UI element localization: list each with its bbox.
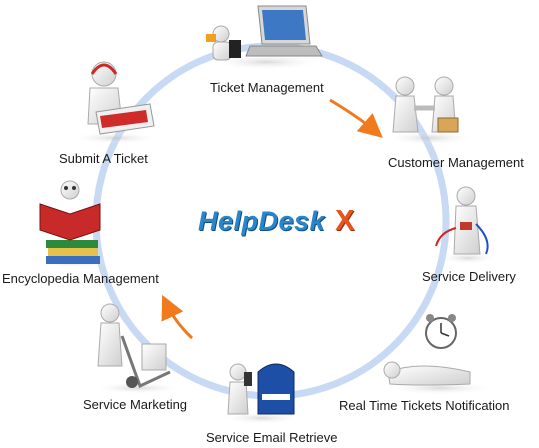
flow-arrow-right <box>329 98 383 138</box>
step-label-customer-management: Customer Management <box>388 155 524 170</box>
logo-x-mark: X <box>335 205 355 237</box>
step-label-service-marketing: Service Marketing <box>83 397 188 412</box>
logo-wordmark: HelpDesk <box>198 206 326 236</box>
handshake-icon <box>385 76 475 145</box>
laptop-person-icon <box>206 5 324 70</box>
step-label-service-delivery: Service Delivery <box>422 269 516 284</box>
alarm-clock-icon <box>383 314 495 395</box>
flow-arrow-left <box>161 294 194 340</box>
helpdesk-x-logo: HelpDesk X <box>198 205 355 238</box>
step-label-submit-a-ticket: Submit A Ticket <box>59 151 148 166</box>
mailbox-icon <box>222 363 302 424</box>
step-label-real-time-tickets-notification: Real Time Tickets Notification <box>339 398 510 413</box>
plug-person-icon <box>435 186 498 264</box>
step-label-ticket-management: Ticket Management <box>210 80 324 95</box>
step-label-encyclopedia-management: Encyclopedia Management <box>2 271 159 286</box>
books-reader-icon <box>35 180 115 268</box>
headset-typing-icon <box>70 61 160 144</box>
hand-truck-icon <box>93 303 183 394</box>
step-label-service-email-retrieve: Service Email Retrieve <box>206 430 338 445</box>
